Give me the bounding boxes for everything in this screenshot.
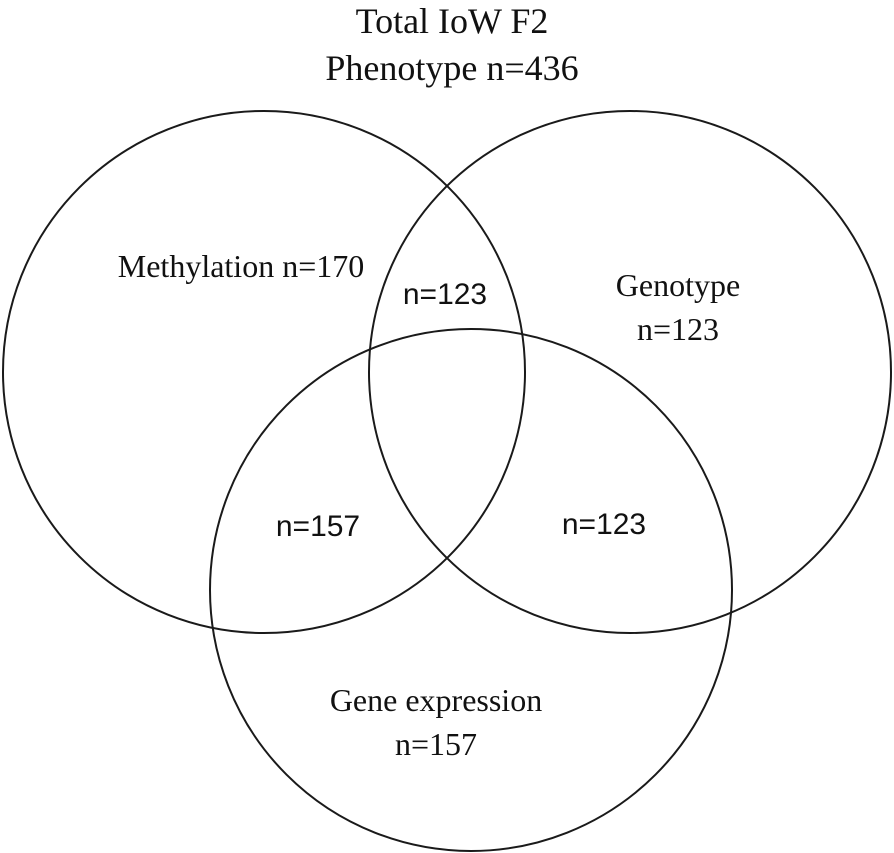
genotype-count: n=123 xyxy=(637,311,719,347)
gene-expression-circle xyxy=(209,328,733,852)
title-line-2: Phenotype n=436 xyxy=(325,48,578,88)
gene-expression-label: Gene expression xyxy=(330,682,542,718)
region-methylation-expression: n=157 xyxy=(276,510,360,543)
gene-expression-count: n=157 xyxy=(395,726,477,762)
genotype-label: Genotype xyxy=(616,267,740,303)
methylation-label: Methylation n=170 xyxy=(118,248,364,284)
genotype-circle xyxy=(368,110,892,634)
methylation-circle xyxy=(2,110,526,634)
region-genotype-expression: n=123 xyxy=(562,508,646,541)
title-line-1: Total IoW F2 xyxy=(356,1,549,41)
region-methylation-genotype: n=123 xyxy=(403,278,487,311)
